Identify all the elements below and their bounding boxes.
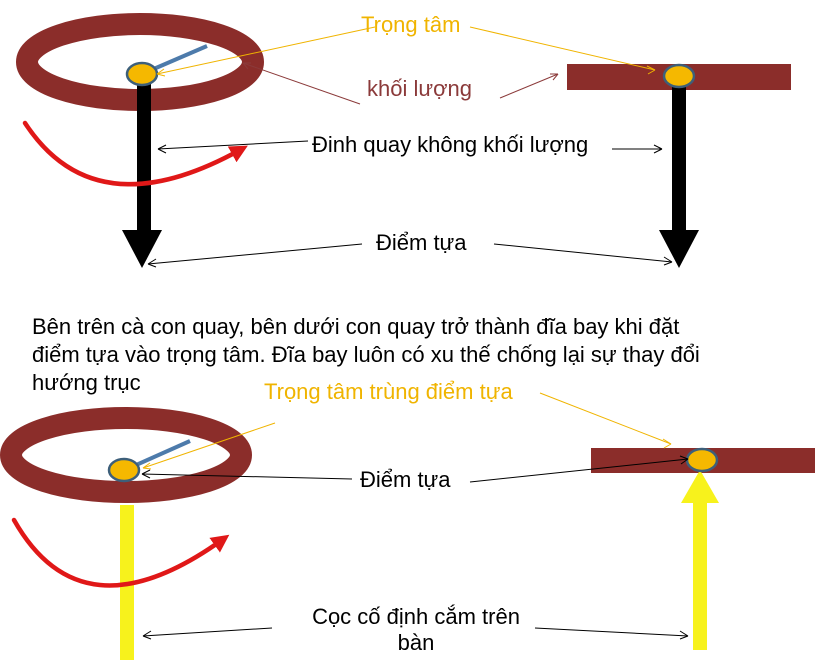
downward-arrow-icon — [122, 230, 162, 268]
description-line: Bên trên cà con quay, bên dưới con quay … — [32, 314, 680, 339]
label-coc-co-dinh: Cọc cố định cắm trên bàn — [300, 604, 532, 656]
top-leader-lines — [147, 26, 673, 268]
description-line: hướng trục — [32, 370, 141, 395]
description-line: điểm tựa vào trọng tâm. Đĩa bay luôn có … — [32, 342, 700, 367]
label-khoi-luong: khối lượng — [367, 76, 472, 101]
label-coc-line-1: Cọc cố định cắm trên — [312, 604, 520, 629]
label-trong-tam-trung-diem-tua: Trọng tâm trùng điểm tựa — [264, 379, 513, 404]
center-of-mass-top-left — [125, 61, 159, 87]
yellow-post-bottom-right — [693, 500, 707, 650]
bottom-leader-lines — [141, 392, 689, 640]
mass-ring-bottom-left — [0, 407, 252, 503]
label-coc-line-2: bàn — [397, 630, 435, 655]
rotation-arrow-icon — [11, 517, 230, 588]
top-right-disc — [567, 63, 791, 268]
upward-arrow-icon — [681, 470, 719, 503]
label-dinh-quay: Đinh quay không khối lượng — [312, 132, 589, 157]
bottom-right-disc — [591, 447, 815, 650]
black-spindle-top-left — [137, 74, 151, 234]
top-left-gyroscope — [16, 13, 264, 268]
black-spindle-top-right — [672, 82, 686, 234]
label-diem-tua-top: Điểm tựa — [376, 230, 467, 255]
bottom-left-gyroscope — [0, 407, 252, 660]
label-diem-tua-bottom: Điểm tựa — [360, 467, 451, 492]
center-of-mass-bottom-left — [107, 457, 141, 483]
label-trong-tam: Trọng tâm — [361, 12, 461, 37]
rotation-arrow-icon — [22, 120, 248, 187]
description-paragraph: Bên trên cà con quay, bên dưới con quay … — [32, 313, 792, 397]
center-of-mass-top-right — [662, 63, 696, 89]
center-of-mass-bottom-right — [685, 447, 719, 473]
downward-arrow-icon — [659, 230, 699, 268]
